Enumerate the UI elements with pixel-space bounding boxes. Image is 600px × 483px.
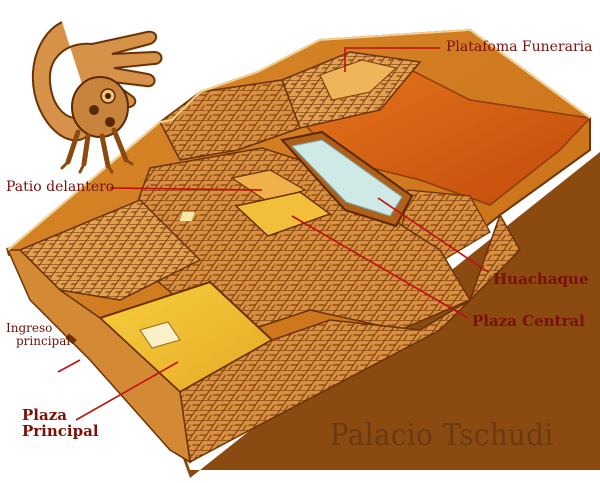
entrance-notch (65, 333, 77, 345)
leader-huachaque (377, 197, 489, 273)
label-huachaque: Huachaque (493, 270, 589, 288)
model-base-edge (6, 145, 600, 478)
west-wall-band (6, 249, 191, 464)
page-title: Palacio Tschudi (330, 418, 554, 453)
outer-wall-highlight (7, 28, 591, 251)
label-plaza-principal: Plaza Principal (22, 406, 99, 440)
label-ingreso-principal: Ingreso principal (6, 322, 70, 347)
label-plaza-principal-line1: Plaza (22, 406, 67, 424)
leader-plaza-principal (75, 361, 179, 421)
leader-patio (109, 187, 263, 191)
label-patio-delantero: Patio delantero (6, 179, 115, 195)
leader-plaza-central (291, 215, 469, 319)
label-plataforma-funeraria: Platafoma Funeraria (446, 39, 593, 55)
label-plaza-principal-line2: Principal (22, 421, 99, 440)
leader-plataforma (344, 47, 440, 72)
leader-ingreso (57, 359, 81, 373)
plaza-principal-platform (139, 321, 181, 349)
south-maze-band (179, 213, 521, 464)
label-ingreso-line2: principal (16, 333, 71, 348)
patio-delantero-area (230, 169, 307, 203)
label-plaza-central: Plaza Central (472, 312, 585, 330)
label-ingreso-line1: Ingreso (6, 321, 53, 335)
huachaque-pool-water (291, 139, 403, 217)
plaza-central-platform (179, 212, 195, 221)
plaza-central-area (234, 191, 332, 237)
stylized-bird-hand-icon (31, 21, 163, 174)
leader-lines (57, 47, 489, 421)
funerary-platform-top (319, 59, 398, 101)
